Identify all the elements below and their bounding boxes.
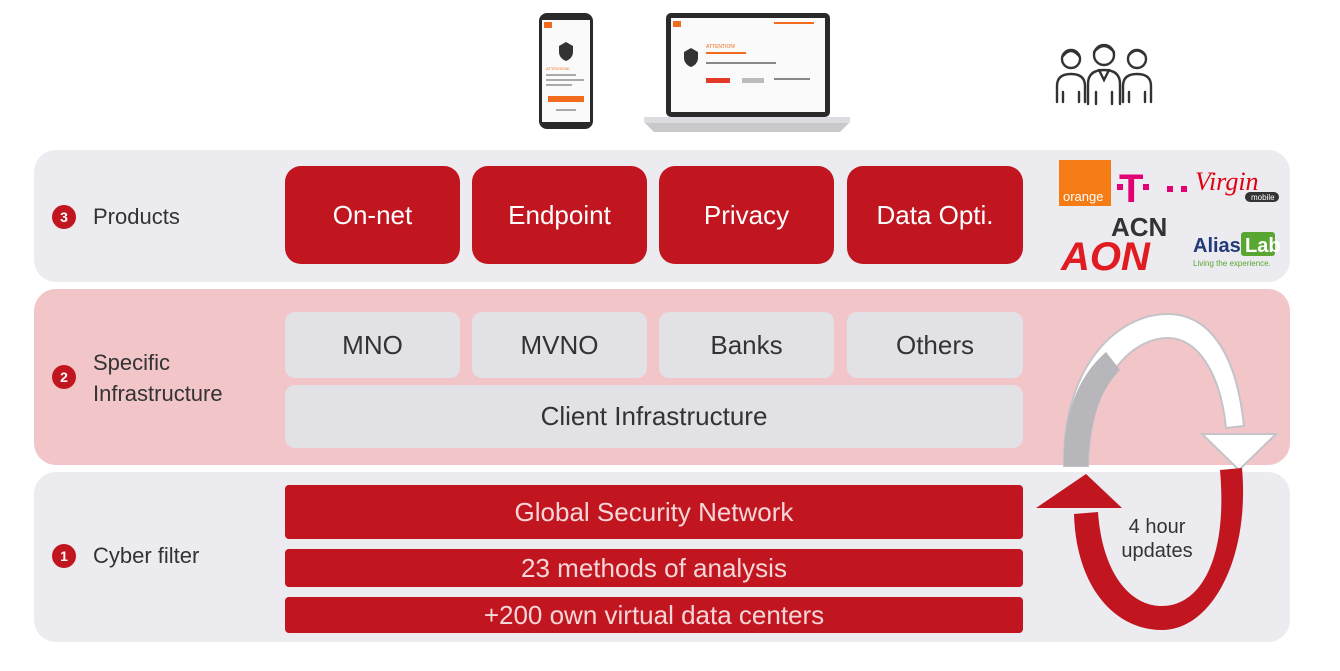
infra-others: Others [847,312,1023,378]
svg-text:Lab: Lab [1245,235,1281,257]
refresh-cycle-icon [1036,312,1279,630]
products-label: Products [93,204,180,229]
infrastructure-label-line-1: Specific [93,350,171,375]
product-on-net: On-net [285,166,460,264]
tmobile-logo: T [1119,167,1143,211]
global-security-network-bar: Global Security Network [285,485,1023,539]
virgin-logo: Virgin [1195,167,1259,196]
product-endpoint: Endpoint [472,166,647,264]
updates-line-1: 4 hour [1128,516,1186,538]
updates-line-2: updates [1121,540,1193,562]
laptop-heading: ATTENTION! [706,44,735,50]
layer-2-number: 2 [52,365,76,389]
client-infrastructure: Client Infrastructure [285,385,1023,448]
product-privacy: Privacy [659,166,834,264]
infra-banks: Banks [659,312,834,378]
infra-mvno: MVNO [472,312,647,378]
infra-mno: MNO [285,312,460,378]
product-data-opti: Data Opti. [847,166,1023,264]
acn-logo: ACN [1111,212,1167,242]
laptop-icon: ATTENTION! [644,13,850,132]
infrastructure-label-line-2: Infrastructure [93,381,223,406]
svg-text:mobile: mobile [1251,193,1275,202]
svg-text:Living the experience.: Living the experience. [1193,259,1271,268]
analysis-methods-bar: 23 methods of analysis [285,549,1023,587]
phone-heading: ATTENTION! [546,66,569,71]
data-centers-bar: +200 own virtual data centers [285,597,1023,633]
svg-text:orange: orange [1063,189,1103,204]
phone-icon: ATTENTION! [539,13,593,129]
orange-logo [1059,160,1111,206]
aon-logo: AON [1060,235,1151,274]
layer-1-number: 1 [52,544,76,568]
layer-3-number: 3 [52,205,76,229]
updates-label: 4 hour updates [1112,515,1202,563]
people-icon [1055,43,1153,106]
partner-logos: orange T Virgin mobile ACN AON Alias Lab… [1059,160,1281,274]
cyber-filter-label: Cyber filter [93,543,200,568]
aliaslab-logo: Alias [1193,235,1241,257]
